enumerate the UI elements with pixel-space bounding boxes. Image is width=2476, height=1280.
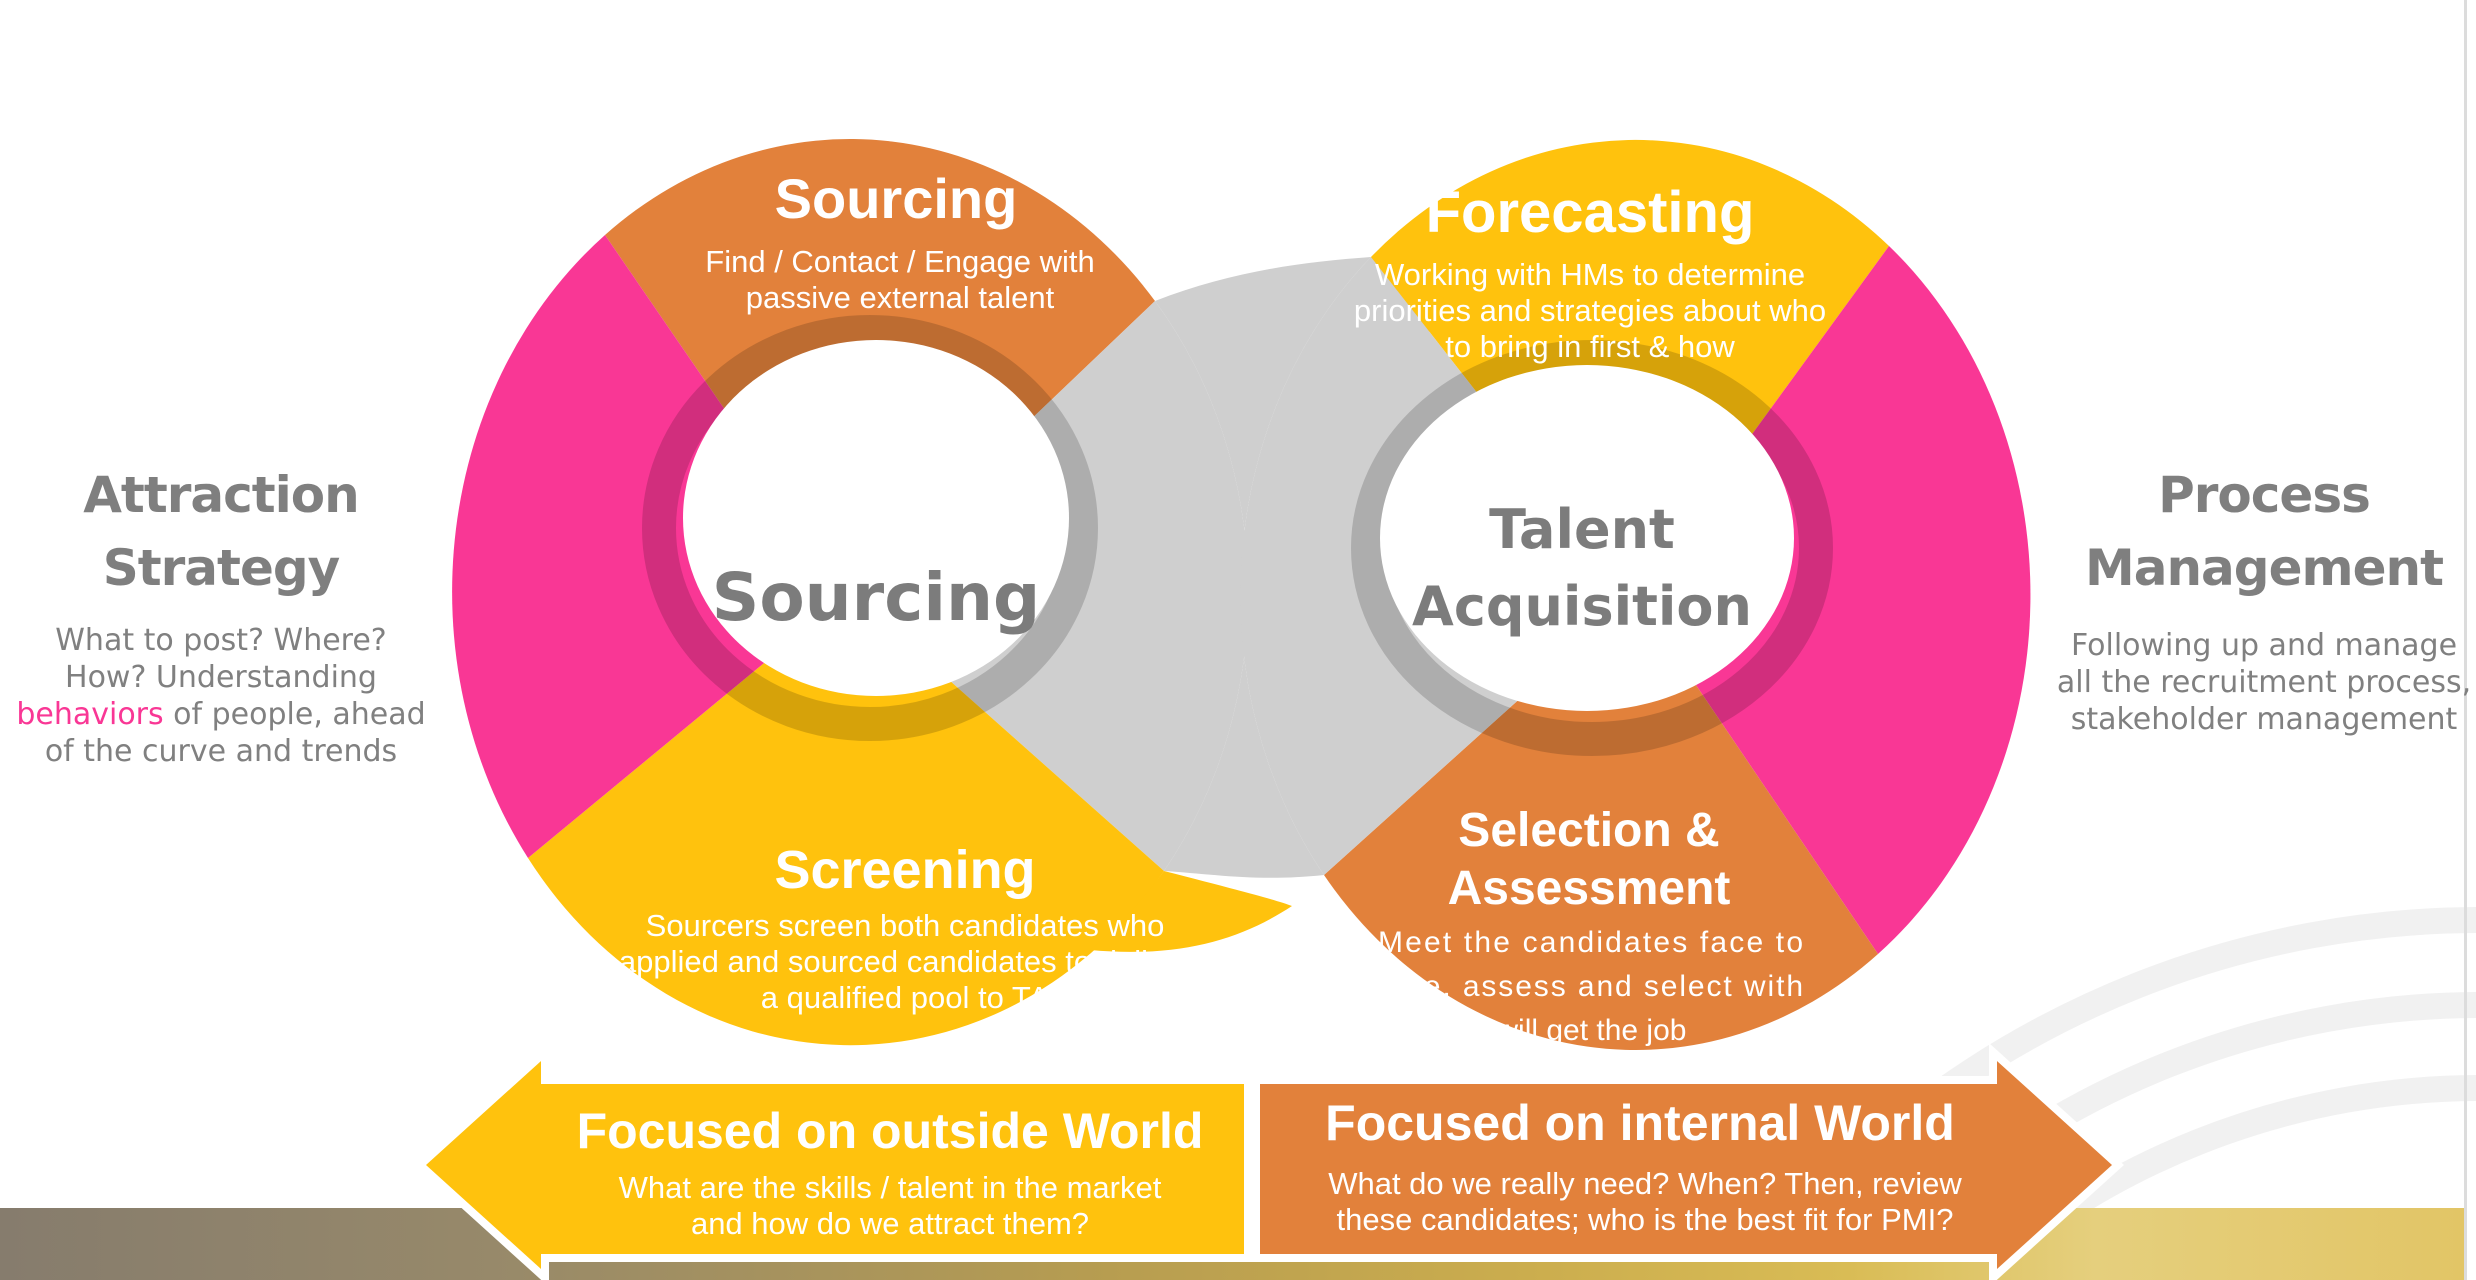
left-ring [452, 139, 1292, 1046]
right-top-segment-desc-line: to bring in first & how [1445, 329, 1735, 364]
left-ring-screening-tail [1090, 871, 1292, 952]
internal-world-arrow [1252, 1042, 2124, 1280]
attraction-body-line-rest: of people, ahead [164, 697, 426, 732]
outside-arrow-title: Focused on outside World [577, 1103, 1204, 1159]
right-ring-center-label-line: Talent [1489, 498, 1675, 561]
right-bottom-segment-desc-line: HM who will get the job [1378, 1014, 1686, 1047]
left-ring-center-label: Sourcing [712, 559, 1040, 636]
behaviors-highlight: behaviors [16, 697, 163, 732]
attraction-strategy-note: Attraction Strategy What to post? Where?… [16, 466, 425, 769]
internal-world-arrow-text: Focused on internal World What do we rea… [1325, 1095, 1962, 1237]
outside-arrow-desc-line: and how do we attract them? [691, 1206, 1089, 1241]
slide-edge-line [2464, 0, 2467, 1280]
right-ring-center-label-line: Acquisition [1412, 575, 1752, 638]
outside-world-arrow-text: Focused on outside World What are the sk… [577, 1103, 1204, 1241]
right-ring-hole [1380, 365, 1794, 711]
left-ring-hole [683, 340, 1069, 696]
internal-arrow-desc-line: these candidates; who is the best fit fo… [1337, 1202, 1954, 1237]
left-bottom-segment-title: Screening [774, 840, 1035, 900]
left-ring-segment-screening [528, 592, 1164, 1046]
left-top-segment-desc-line: Find / Contact / Engage with [705, 244, 1094, 279]
right-bottom-segment-desc-line: face, assess and select with [1378, 970, 1803, 1003]
left-bottom-segment-desc-line: Sourcers screen both candidates who [646, 908, 1165, 943]
process-body-line: all the recruitment process, [2057, 665, 2471, 700]
attraction-body-line: What to post? Where? [55, 623, 386, 658]
right-ring [1240, 139, 2031, 1050]
left-bottom-segment-desc-line: applied and sourced candidates to delive… [619, 944, 1191, 979]
right-top-segment-desc-line: priorities and strategies about who [1354, 293, 1826, 328]
right-ring-segment-process [1635, 246, 2031, 954]
right-bottom-segment-title-line: Assessment [1448, 862, 1731, 915]
attraction-title-line: Attraction [83, 466, 359, 524]
left-top-segment-desc-line: passive external talent [746, 280, 1055, 315]
left-top-segment-title: Sourcing [775, 167, 1018, 230]
attraction-title-line: Strategy [103, 539, 340, 597]
outside-arrow-desc-line: What are the skills / talent in the mark… [619, 1170, 1162, 1205]
left-ring-segment-attraction [452, 235, 850, 858]
left-ring-inner-shadow [642, 315, 1098, 741]
attraction-body-line: of the curve and trends [45, 734, 397, 769]
attraction-body-line: behaviors of people, ahead [16, 697, 425, 732]
internal-arrow-desc-line: What do we really need? When? Then, revi… [1328, 1166, 1962, 1201]
process-body-line: Following up and manage [2071, 628, 2457, 663]
right-ring-segment-selection [1324, 595, 1878, 1050]
right-top-segment-desc-line: Working with HMs to determine [1375, 257, 1805, 292]
right-ring-segment-forecasting [1371, 139, 1889, 595]
process-title-line: Management [2085, 539, 2443, 597]
attraction-body-line: How? Understanding [65, 660, 377, 695]
right-bottom-segment-desc-line: Meet the candidates face to [1378, 926, 1803, 959]
process-body-line: stakeholder management [2071, 702, 2458, 737]
right-ring-inner-shadow [1351, 340, 1833, 756]
internal-arrow-title: Focused on internal World [1325, 1095, 1955, 1151]
right-top-segment-title: Forecasting [1426, 180, 1755, 245]
left-bottom-segment-desc-line: a qualified pool to TA [761, 980, 1050, 1015]
process-title-line: Process [2158, 466, 2370, 524]
process-management-note: Process Management Following up and mana… [2057, 466, 2471, 737]
right-bottom-segment-title-line: Selection & [1458, 804, 1719, 857]
outside-world-arrow [414, 1042, 1252, 1280]
infinity-band [1155, 257, 1371, 878]
